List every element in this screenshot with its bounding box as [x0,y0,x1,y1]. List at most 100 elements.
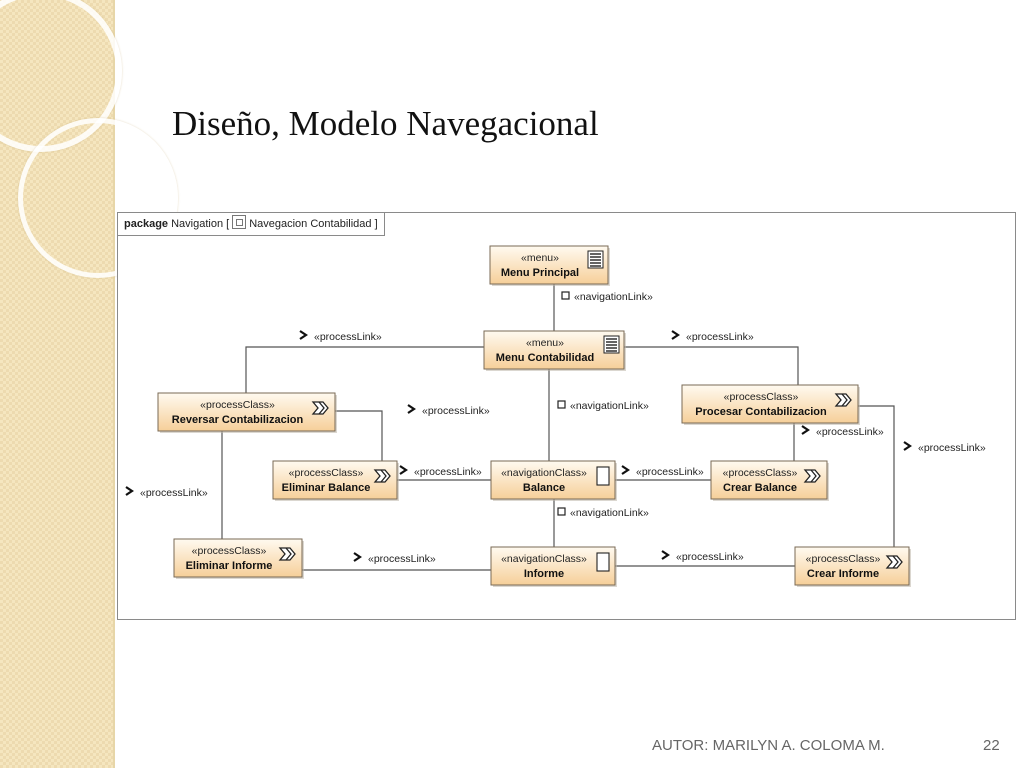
node-box [490,460,616,500]
process-link-chevron-icon [661,550,670,560]
navigation-link-label: «navigationLink» [557,400,649,412]
process-link-label: «processLink» [299,330,382,343]
link-label-text: «processLink» [314,331,382,343]
navigation-link-square-icon [561,291,570,300]
process-link-chevron-icon [353,552,362,562]
node-menu-principal[interactable]: «menu» Menu Principal [489,245,610,286]
connector-line [858,405,895,547]
process-link-label: «processLink» [801,425,884,438]
node-name: Informe [524,568,564,580]
connector-line [624,346,799,385]
process-arrow-icon [885,555,903,569]
process-link-chevron-icon [801,425,810,435]
process-link-chevron-icon [299,330,308,340]
node-eliminar-informe[interactable]: «processClass» Eliminar Informe [173,538,304,579]
navigation-link-square-icon [557,507,566,516]
process-arrow-icon [311,401,329,415]
link-label-text: «processLink» [636,466,704,478]
node-stereotype: «processClass» [724,391,799,403]
connector-line [245,346,484,393]
diagram-icon [232,215,247,229]
menu-list-icon [603,335,620,354]
bracket-open: [ [226,218,230,230]
process-link-chevron-icon [903,441,912,451]
node-stereotype: «processClass» [200,399,275,411]
node-crear-balance[interactable]: «processClass» Crear Balance [710,460,829,501]
node-stereotype: «processClass» [192,545,267,557]
node-name: Balance [523,482,565,494]
node-name: Eliminar Balance [282,482,371,494]
link-label-text: «processLink» [816,426,884,438]
process-link-label: «processLink» [407,404,490,417]
node-box [490,546,616,586]
node-eliminar-balance[interactable]: «processClass» Eliminar Balance [272,460,399,501]
process-link-label: «processLink» [125,486,208,499]
process-arrow-icon [834,393,852,407]
node-name: Crear Balance [723,482,797,494]
connector-line [335,410,383,461]
node-name: Procesar Contabilizacion [695,406,827,418]
node-box [483,330,625,370]
process-link-label: «processLink» [661,550,744,563]
node-stereotype: «processClass» [806,553,881,565]
link-label-text: «navigationLink» [570,400,649,412]
link-label-text: «processLink» [414,466,482,478]
navigation-page-icon [596,552,610,572]
process-link-chevron-icon [621,465,630,475]
node-stereotype: «processClass» [289,467,364,479]
link-label-text: «processLink» [422,405,490,417]
node-name: Crear Informe [807,568,879,580]
navigation-link-label: «navigationLink» [561,291,653,303]
process-link-chevron-icon [125,486,134,496]
navigation-link-label: «navigationLink» [557,507,649,519]
process-link-chevron-icon [407,404,416,414]
node-box [681,384,859,424]
process-link-chevron-icon [671,330,680,340]
node-name: Menu Principal [501,267,579,279]
bracket-close: ] [374,218,378,230]
link-label-text: «navigationLink» [574,291,653,303]
diagram-name: Navegacion Contabilidad [249,218,372,230]
package-name: Navigation [171,218,224,230]
node-balance[interactable]: «navigationClass»Balance [490,460,617,501]
side-band-edge [113,0,115,768]
process-link-label: «processLink» [903,441,986,454]
process-link-chevron-icon [399,465,408,475]
navigation-link-square-icon [557,400,566,409]
link-label-text: «processLink» [140,487,208,499]
footer-author: AUTOR: MARILYN A. COLOMA M. [652,737,885,754]
link-label-text: «processLink» [686,331,754,343]
navigation-diagram: «navigationLink» «processLink» «processLin… [125,245,986,587]
node-procesar-contabilizacion[interactable]: «processClass» Procesar Contabilizacion [681,384,860,425]
page-number: 22 [983,737,1000,754]
navigation-page-icon [596,466,610,486]
decorative-ring-middle [18,118,178,278]
process-arrow-icon [803,469,821,483]
node-menu-contabilidad[interactable]: «menu»Menu Contabilidad [483,330,626,371]
link-label-text: «processLink» [676,551,744,563]
node-name: Eliminar Informe [186,560,273,572]
node-stereotype: «menu» [526,337,564,349]
process-arrow-icon [373,469,391,483]
node-box [173,538,303,578]
node-informe[interactable]: «navigationClass»Informe [490,546,617,587]
process-link-label: «processLink» [671,330,754,343]
package-tab: package Navigation [ Navegacion Contabili… [118,213,385,236]
menu-list-icon [587,250,604,269]
link-label-text: «processLink» [918,442,986,454]
node-name: Reversar Contabilizacion [172,414,304,426]
process-link-label: «processLink» [399,465,482,478]
link-label-text: «navigationLink» [570,507,649,519]
node-stereotype: «menu» [521,252,559,264]
process-link-label: «processLink» [353,552,436,565]
node-reversar-contabilizacion[interactable]: «processClass» Reversar Contabilizacion [157,392,337,433]
slide-title: Diseño, Modelo Navegacional [172,104,599,143]
node-crear-informe[interactable]: «processClass» Crear Informe [794,546,911,587]
process-link-label: «processLink» [621,465,704,478]
node-box [157,392,336,432]
process-arrow-icon [278,547,296,561]
uml-diagram-frame: package Navigation [ Navegacion Contabili… [117,212,1016,620]
package-keyword: package [124,218,169,230]
node-stereotype: «processClass» [723,467,798,479]
link-label-text: «processLink» [368,553,436,565]
